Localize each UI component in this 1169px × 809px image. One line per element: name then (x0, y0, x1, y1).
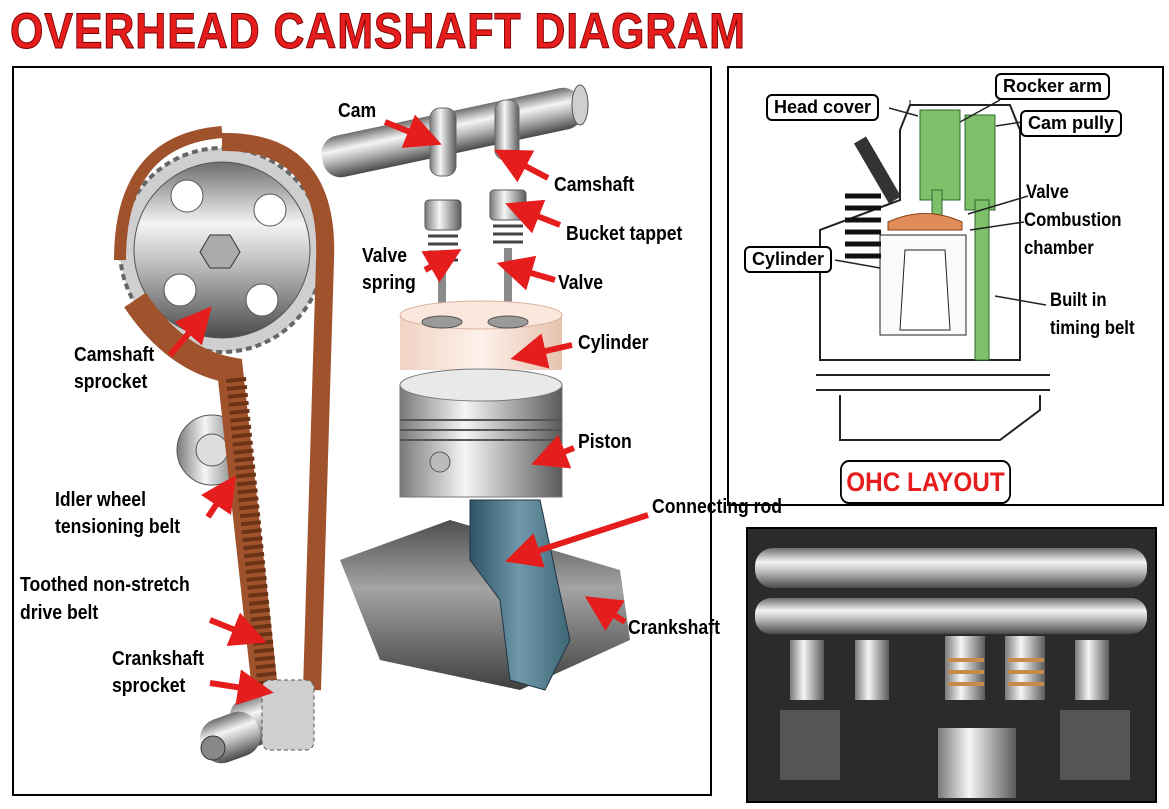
ohc-layout-caption: OHC LAYOUT (840, 460, 1011, 504)
label-belt-line1: Toothed non-stretch (20, 574, 190, 596)
ohc-diagram-panel (727, 66, 1164, 506)
label-idler-line1: Idler wheel (55, 489, 146, 511)
label-belt-line2: drive belt (20, 602, 99, 624)
label-crank-sprocket-line2: sprocket (112, 675, 186, 697)
callout-arrows (167, 114, 649, 706)
ohc-label-valve: Valve (1026, 182, 1069, 203)
piston-shape (399, 368, 563, 498)
label-bucket-tappet: Bucket tappet (566, 223, 683, 245)
ohc-label-rocker-arm: Rocker arm (995, 73, 1111, 100)
ohc-engine-drawing (816, 99, 1050, 441)
ohc-label-combustion-line1: Combustion (1024, 210, 1122, 231)
ohc-label-cam-pully: Cam pully (1020, 110, 1123, 137)
ohc-label-combustion-line2: chamber (1024, 238, 1094, 259)
crankshaft-sprocket-shape (261, 679, 315, 751)
label-valve-spring-line2: spring (362, 272, 416, 294)
cylinder-shape (399, 300, 563, 370)
label-idler-line2: tensioning belt (55, 516, 181, 538)
engine-photo (747, 528, 1156, 802)
label-piston: Piston (578, 431, 632, 453)
ohc-label-cylinder: Cylinder (744, 246, 833, 273)
label-valve-spring-line1: Valve (362, 245, 408, 267)
ohc-label-built-in-line2: timing belt (1050, 318, 1135, 339)
ohc-label-built-in-line1: Built in (1050, 290, 1107, 311)
page-title: OVERHEAD CAMSHAFT DIAGRAM (10, 3, 746, 60)
label-camshaft-sprocket-line1: Camshaft (74, 344, 155, 366)
label-cam: Cam (338, 100, 377, 122)
label-camshaft-sprocket-line2: sprocket (74, 371, 148, 393)
ohc-label-head-cover: Head cover (766, 94, 880, 121)
camshaft-sprocket-shape (118, 146, 326, 354)
engine-photo-frame (746, 527, 1157, 803)
timing-belt-shape (114, 126, 335, 692)
label-crank-sprocket-line1: Crankshaft (112, 648, 204, 670)
label-cylinder: Cylinder (578, 332, 649, 354)
label-valve: Valve (558, 272, 604, 294)
label-camshaft: Camshaft (554, 174, 635, 196)
label-crankshaft: Crankshaft (628, 617, 720, 639)
label-connecting-rod: Connecting rod (652, 496, 783, 518)
